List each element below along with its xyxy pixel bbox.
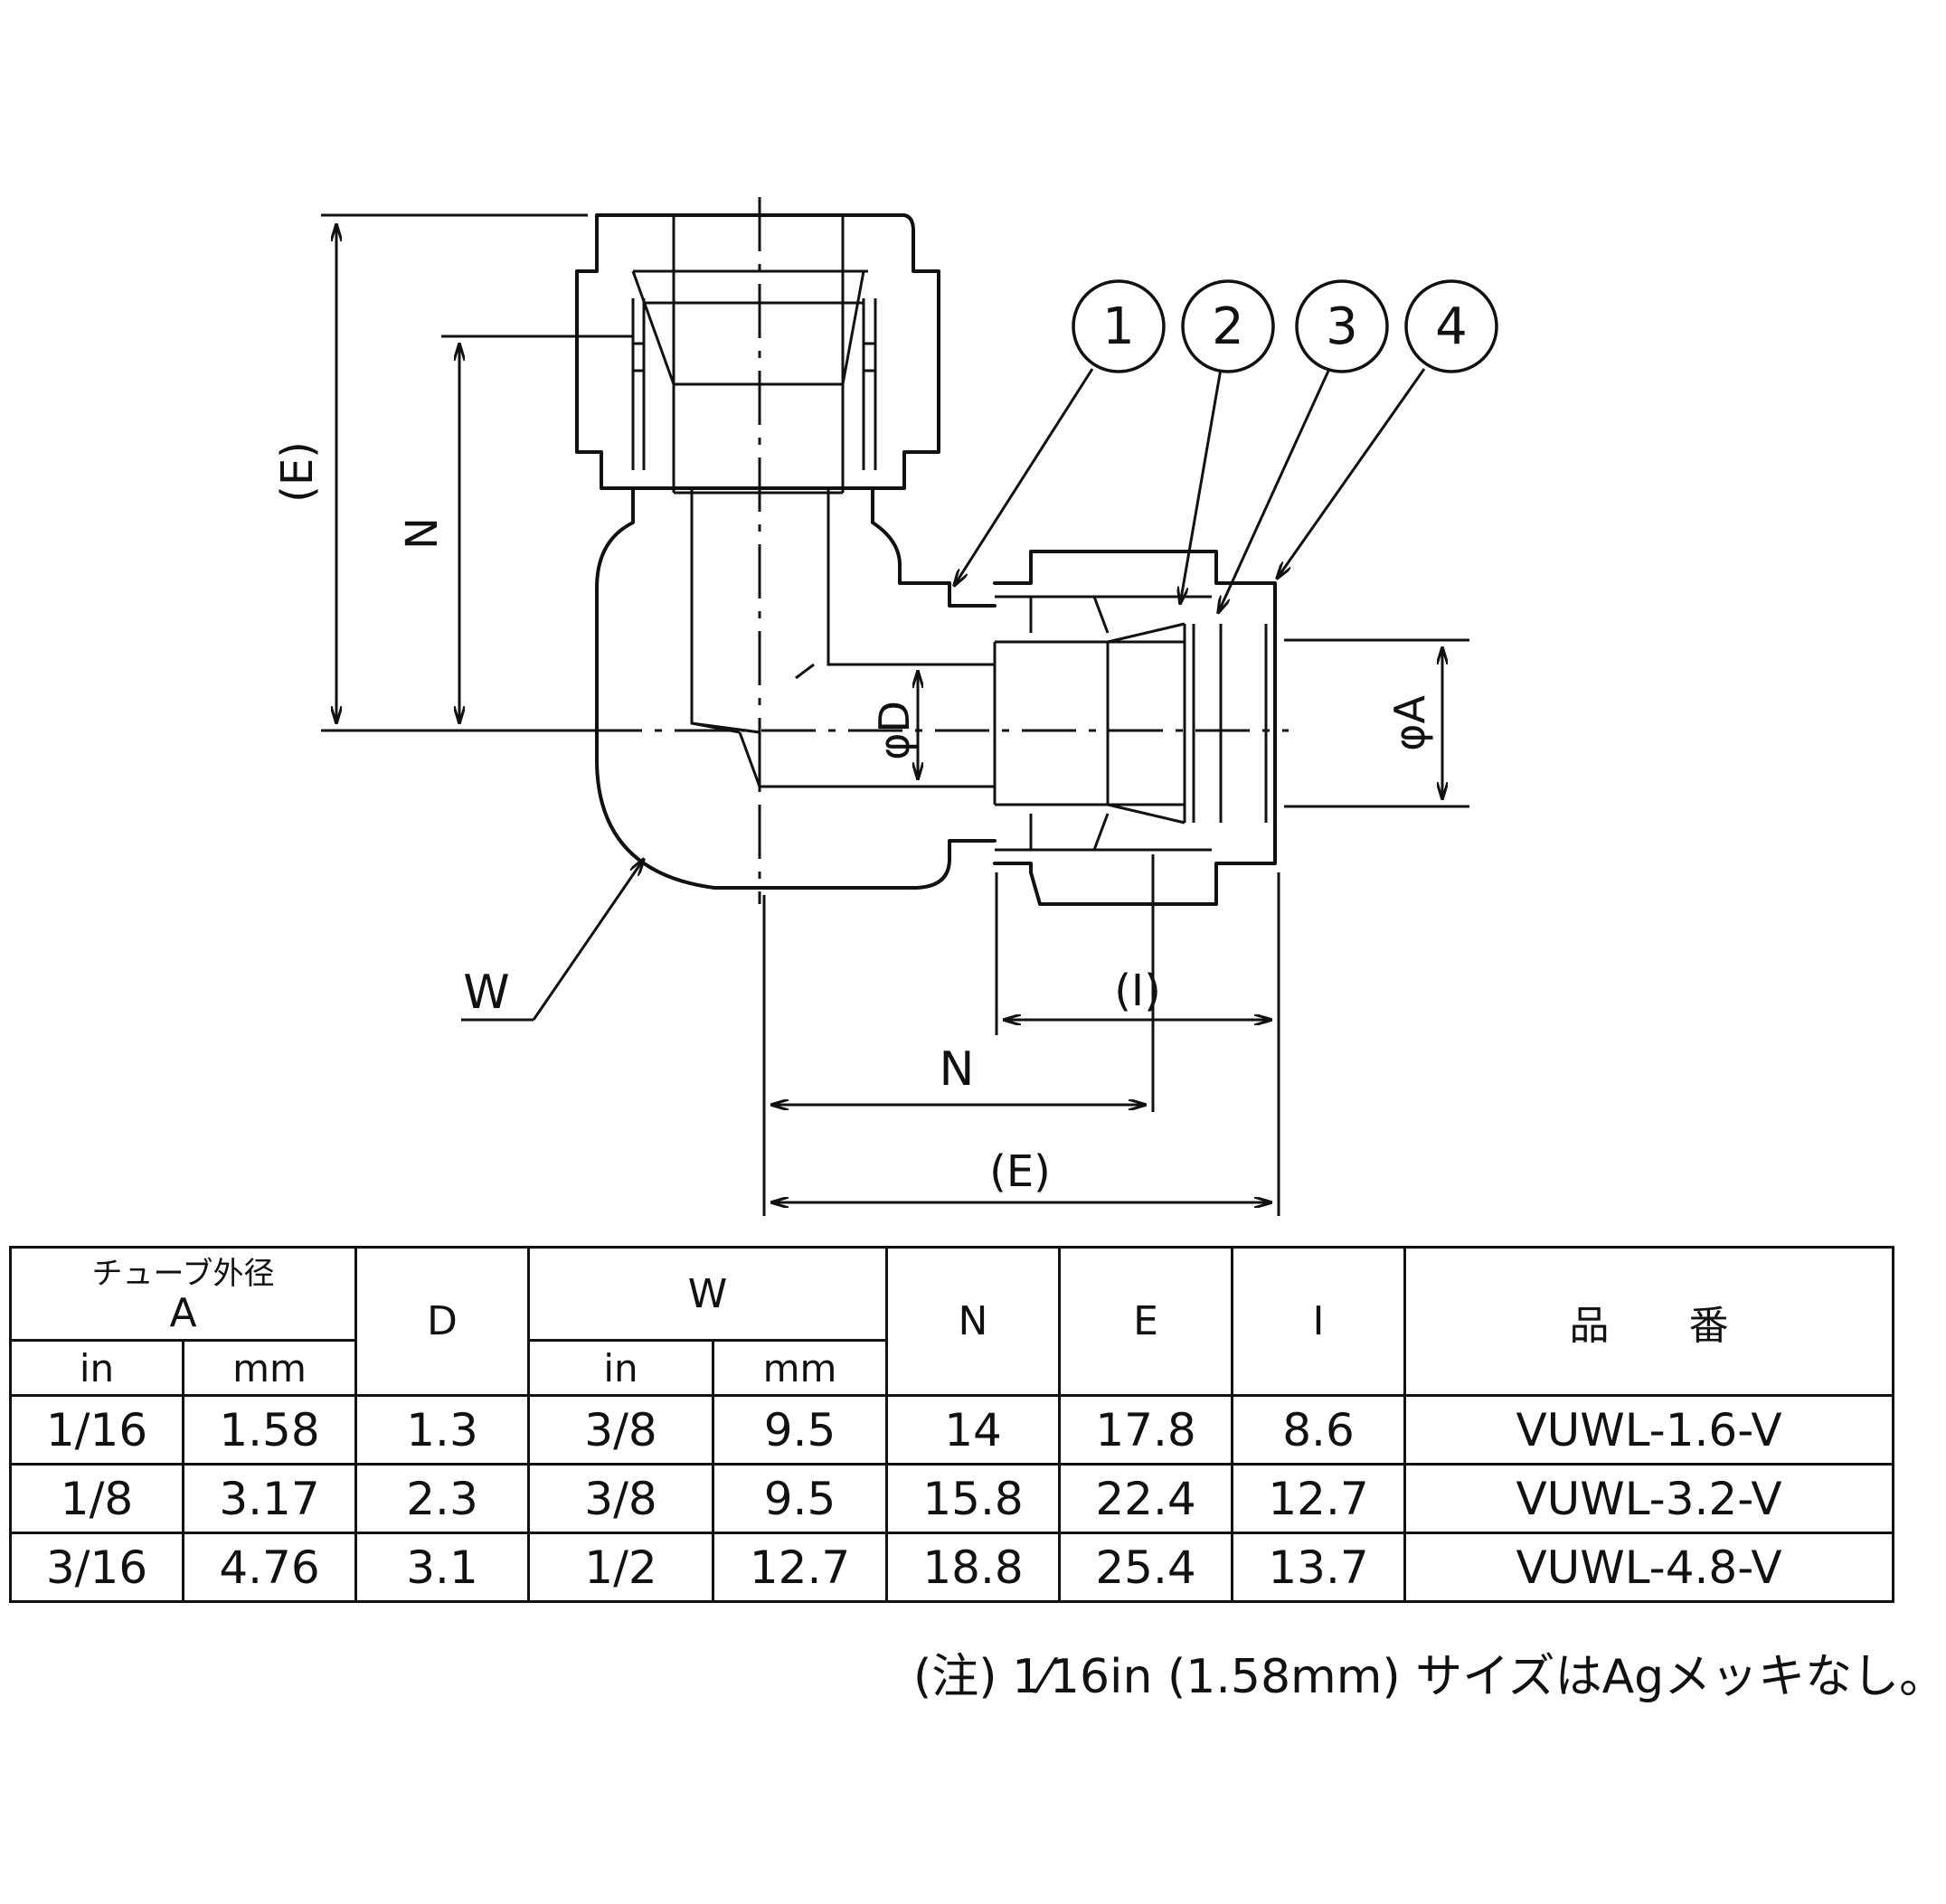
cell-w-in: 3/8	[527, 1463, 714, 1534]
cell-w-mm: 9.5	[711, 1463, 889, 1534]
header-E: E	[1058, 1246, 1234, 1397]
cell-a-in: 1/16	[9, 1394, 184, 1466]
subheader-row: in mm in mm	[9, 1339, 1894, 1397]
elbow-body	[595, 486, 997, 890]
cell-i: 12.7	[1231, 1463, 1407, 1534]
header-D: D	[354, 1246, 530, 1397]
dim-label-phiD: φD	[870, 701, 919, 760]
dim-label-W: W	[463, 966, 509, 1020]
cell-e: 25.4	[1058, 1532, 1234, 1603]
cell-a-mm: 1.58	[182, 1394, 357, 1466]
cell-w-in: 1/2	[527, 1532, 714, 1603]
cell-n: 18.8	[885, 1532, 1062, 1603]
cell-e: 22.4	[1058, 1463, 1234, 1534]
table-row: 1/8 3.17 2.3 3/8 9.5 15.8 22.4 12.7 VUWL…	[9, 1463, 1895, 1534]
subheader-a-mm: mm	[182, 1339, 357, 1397]
cell-d: 2.3	[354, 1463, 530, 1534]
cell-w-mm: 12.7	[711, 1532, 889, 1603]
cell-e: 17.8	[1058, 1394, 1234, 1466]
balloon-4	[1404, 279, 1498, 373]
header-row: チューブ外径 A D W N E I 品 番	[9, 1246, 1895, 1397]
spec-table: チューブ外径 A D W N E I 品 番 in mm in mm 1/16 …	[9, 1246, 1895, 1603]
dim-label-E-horizontal: (E)	[989, 1146, 1051, 1197]
cell-w-mm: 9.5	[711, 1394, 889, 1466]
dim-label-N-vertical: N	[397, 517, 448, 550]
cell-part-number: VUWL-1.6-V	[1403, 1394, 1895, 1466]
dim-label-E-vertical: (E)	[272, 441, 323, 503]
cell-i: 8.6	[1231, 1394, 1407, 1466]
balloon-3-label: 3	[1326, 297, 1358, 356]
balloon-3	[1295, 279, 1389, 373]
balloon-4-label: 4	[1435, 297, 1468, 356]
cell-i: 13.7	[1231, 1532, 1407, 1603]
balloon-1	[1072, 279, 1166, 373]
header-W: W	[526, 1246, 889, 1342]
dim-label-phiA: φA	[1385, 695, 1434, 751]
dim-label-I: (I)	[1114, 966, 1161, 1016]
header-part-number: 品 番	[1403, 1246, 1895, 1397]
cell-n: 15.8	[885, 1463, 1062, 1534]
balloon-2-label: 2	[1212, 297, 1244, 356]
cell-part-number: VUWL-3.2-V	[1403, 1463, 1895, 1534]
subheader-w-mm: mm	[711, 1339, 889, 1397]
subheader-w-in: in	[527, 1339, 714, 1397]
cell-d: 3.1	[354, 1532, 530, 1603]
header-tube-od-symbol: A	[169, 1290, 197, 1336]
cell-part-number: VUWL-4.8-V	[1403, 1532, 1895, 1603]
table-row: 3/16 4.76 3.1 1/2 12.7 18.8 25.4 13.7 VU…	[9, 1532, 1895, 1603]
cell-a-mm: 4.76	[182, 1532, 357, 1603]
balloon-2	[1181, 279, 1275, 373]
table-row: 1/16 1.58 1.3 3/8 9.5 14 17.8 8.6 VUWL-1…	[9, 1394, 1895, 1466]
cell-a-in: 1/8	[9, 1463, 184, 1534]
part-balloons: 1 2 3 4	[1072, 279, 1498, 373]
centerlines	[588, 197, 1289, 904]
top-nut	[575, 213, 940, 495]
dimension-labels: (E) N φD φA W (I) N (E)	[272, 441, 1434, 1197]
header-I: I	[1231, 1246, 1407, 1397]
elbow-union-drawing: 1 2 3 4 (E) N φD φA W (I) N (E)	[272, 197, 1498, 1216]
header-tube-od: チューブ外径 A	[9, 1246, 357, 1342]
dim-label-N-horizontal: N	[940, 1042, 975, 1097]
cell-a-in: 3/16	[9, 1532, 184, 1603]
subheader-a-in: in	[9, 1339, 184, 1397]
cell-d: 1.3	[354, 1394, 530, 1466]
cell-n: 14	[885, 1394, 1062, 1466]
dimension-lines	[321, 213, 1469, 1216]
cell-a-mm: 3.17	[182, 1463, 357, 1534]
balloon-1-label: 1	[1102, 297, 1135, 356]
footnote: (注) 1⁄16in (1.58mm) サイズはAgメッキなし。	[913, 1650, 1946, 1704]
cell-w-in: 3/8	[527, 1394, 714, 1466]
header-N: N	[885, 1246, 1062, 1397]
side-nut	[993, 550, 1277, 906]
header-tube-od-label: チューブ外径	[91, 1256, 275, 1292]
